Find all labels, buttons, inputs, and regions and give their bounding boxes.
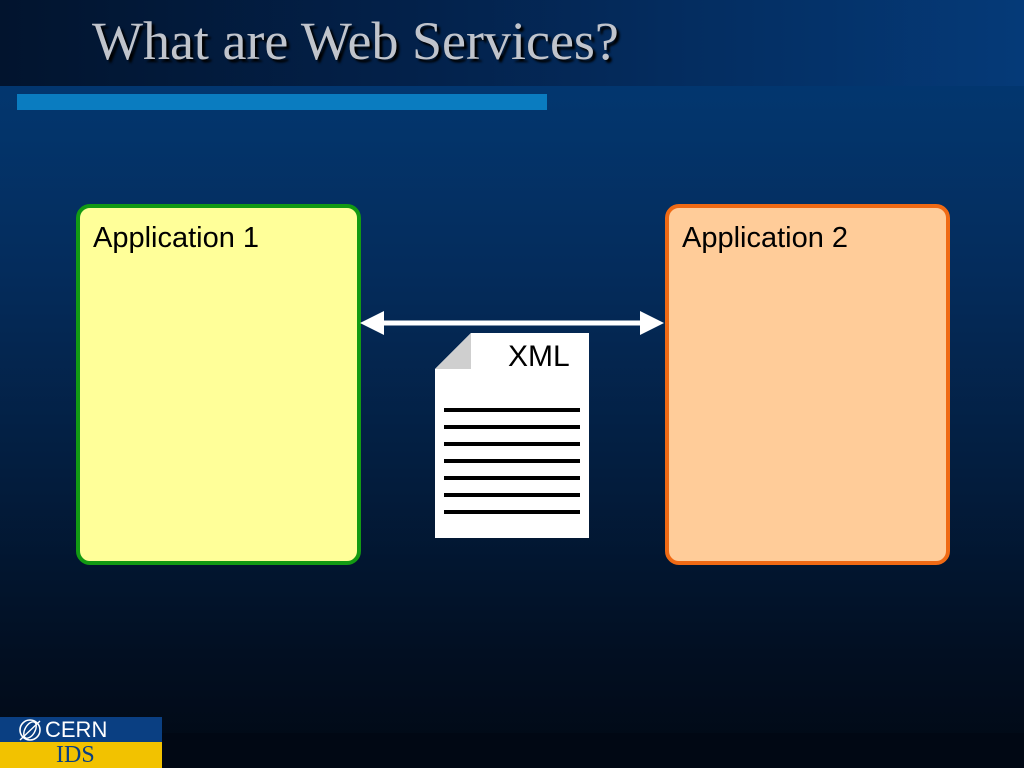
- cern-ids-logo: CERN IDS: [0, 717, 162, 768]
- application-2-label: Application 2: [682, 222, 849, 254]
- application-2-box: Application 2: [665, 204, 950, 565]
- application-1-box: Application 1: [76, 204, 361, 565]
- document-icon: [435, 333, 589, 538]
- logo-cern-text: CERN: [45, 717, 108, 742]
- title-underline: [17, 94, 547, 110]
- application-1-label: Application 1: [93, 222, 260, 254]
- double-arrow-connector: [360, 311, 664, 335]
- logo-bottom-band: [0, 742, 162, 768]
- document-folded-corner: [435, 333, 471, 369]
- arrow-head-left: [360, 311, 384, 335]
- cern-logo-icon: [19, 719, 41, 741]
- slide-title: What are Web Services?: [92, 11, 619, 71]
- arrow-head-right: [640, 311, 664, 335]
- footer-strip: [0, 733, 1024, 768]
- title-bar: [0, 0, 1024, 86]
- logo-ids-text: IDS: [56, 742, 95, 768]
- document-text-lines: [444, 408, 580, 514]
- document-page: [435, 333, 589, 538]
- xml-label: XML: [508, 340, 570, 373]
